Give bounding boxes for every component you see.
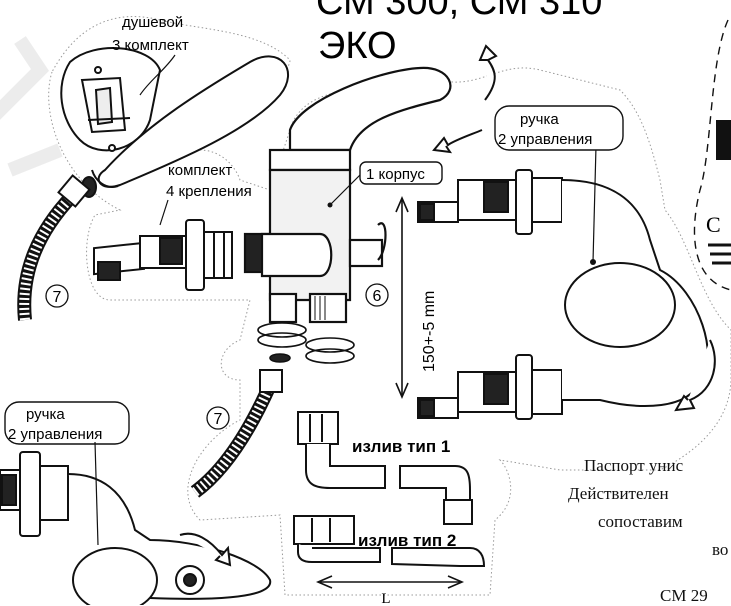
- mount-label-2: 4 крепления: [166, 183, 252, 200]
- shower-head-set: [60, 47, 290, 198]
- hose-top-number-circle: [45, 284, 69, 308]
- spout-type-1-label: излив тип 1: [352, 437, 450, 456]
- spout-length-label: L: [381, 591, 390, 605]
- left-handle-assembly: [0, 451, 272, 605]
- passport-line-2: Действителен: [568, 484, 669, 503]
- centers-dimension-label: 150+-5 mm: [421, 291, 438, 372]
- right-eccentrics: [417, 169, 709, 420]
- body-leader-dot: [327, 202, 333, 208]
- cut-card-block: [716, 120, 731, 160]
- spout-type-1: [297, 411, 473, 525]
- handle-right-label-2: 2 управления: [498, 131, 592, 148]
- shower-leader: [139, 54, 176, 96]
- series-title: ЭКО: [318, 25, 397, 67]
- watermark: [0, 36, 63, 177]
- spout-length-dimension: [315, 575, 465, 589]
- passport-line-3: сопоставим: [598, 512, 683, 531]
- body-label-box: [359, 161, 443, 185]
- cut-card-outline: [693, 19, 731, 291]
- mounting-set: [93, 219, 233, 291]
- hose-bottom-number-circle: [206, 406, 230, 430]
- handle-leader-left: [94, 441, 99, 546]
- rotation-arrows: [432, 44, 716, 412]
- hose-bottom-number: 7: [214, 411, 223, 428]
- handle-right-box: [494, 105, 624, 151]
- handle-leader-right: [592, 145, 597, 263]
- washers: [257, 322, 355, 364]
- handle-right-label-1: ручка: [520, 111, 559, 128]
- cut-card-letter: С: [706, 212, 721, 237]
- body-leader: [329, 174, 361, 206]
- spout-type-2: [293, 515, 486, 567]
- body-label: 1 корпус: [366, 166, 425, 183]
- cut-card-stripes: [708, 243, 731, 265]
- diverter-number: 6: [373, 288, 382, 305]
- hose-top: [17, 174, 91, 321]
- mount-leader: [159, 199, 169, 226]
- shower-label-2: 3 комплект: [112, 37, 189, 54]
- hose-bottom: [190, 369, 283, 498]
- centers-dimension: [395, 195, 409, 400]
- passport-line-5: СМ 29: [660, 586, 708, 605]
- passport-line-1: Паспорт унис: [584, 456, 684, 475]
- handle-left-label-2: 2 управления: [8, 426, 102, 443]
- handle-left-box: [4, 401, 130, 445]
- mixer-body: [243, 66, 452, 324]
- diverter-number-circle: [365, 283, 389, 307]
- mount-label-1: комплект: [168, 162, 232, 179]
- handle-left-label-1: ручка: [26, 406, 65, 423]
- hose-top-number: 7: [53, 289, 62, 306]
- shower-label-1: душевой: [122, 14, 183, 31]
- passport-line-4: во: [712, 540, 729, 559]
- model-title: СМ 300, СМ 310: [316, 0, 602, 23]
- spout-type-2-label: излив тип 2: [358, 531, 456, 550]
